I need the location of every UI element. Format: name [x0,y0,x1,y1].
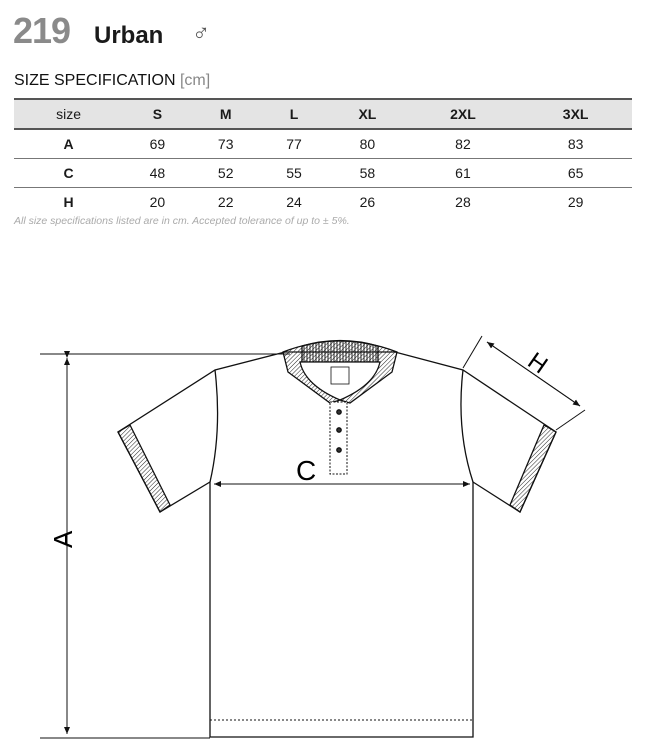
table-cell: 52 [191,158,260,188]
table-cell: 28 [455,194,471,210]
table-cell: 29 [567,194,584,210]
tolerance-note: All size specifications listed are in cm… [14,215,350,227]
label-a: A [48,530,78,548]
column-header: S [123,98,192,130]
row-label: A [14,129,124,159]
table-cell: 48 [123,158,192,188]
row-label: C [14,158,124,188]
table-cell: 22 [217,194,234,210]
table-cell: 58 [328,158,407,188]
spec-unit: [cm] [179,72,211,89]
column-header: 3XL [519,98,632,130]
column-header: L [259,98,329,130]
table-cell: 20 [149,194,166,210]
shirt-outline [117,339,557,738]
column-header: M [191,98,260,130]
table-cell: 55 [259,158,329,188]
spec-title: SIZE SPECIFICATION [14,72,176,89]
product-name: Urban [94,22,164,49]
table-cell: 69 [123,129,192,159]
label-h: H [523,347,553,379]
column-header: 2XL [406,98,520,130]
table-cell: 65 [519,158,632,188]
male-icon: ♂ [192,20,210,47]
table-cell: 80 [328,129,407,159]
section-title: SIZE SPECIFICATION [cm] [14,72,210,90]
column-header: size [14,98,124,130]
table-cell: 61 [406,158,520,188]
label-c: C [296,455,316,486]
table-cell: 26 [359,194,376,210]
table-cell: 73 [191,129,260,159]
product-number: 219 [13,10,71,51]
table-cell: 83 [519,129,632,159]
table-cell: 82 [406,129,520,159]
measurement-lines [40,335,586,739]
table-cell: 77 [259,129,329,159]
table-cell: 24 [286,194,302,210]
table-row: H 20 22 24 26 28 29 [14,188,632,217]
row-label: H [63,194,74,210]
column-header: XL [328,98,407,130]
